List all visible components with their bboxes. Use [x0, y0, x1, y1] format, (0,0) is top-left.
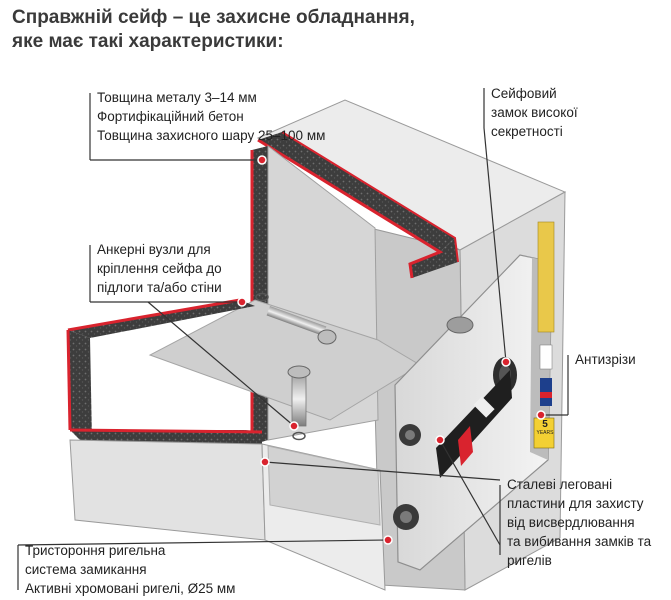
metal-line-3: Товщина захисного шару 25–100 мм [97, 128, 326, 143]
warranty-word: YEARS [536, 430, 554, 436]
lock-line-3: секретності [491, 124, 563, 139]
warranty-number: 5 [542, 419, 548, 430]
anchor-line-2: кріплення сейфа до [97, 261, 222, 276]
metal-line-2: Фортифікаційний бетон [97, 109, 244, 124]
metal-line-1: Товщина металу 3–14 мм [97, 90, 257, 105]
plates-line-5: ригелів [507, 553, 552, 568]
heading-line-2: яке має такі характеристики: [12, 31, 284, 52]
side-stickers [533, 221, 555, 449]
callout-metal-thickness: Товщина металу 3–14 мм Фортифікаційний б… [97, 88, 325, 145]
warranty-sticker: 5 YEARS [535, 420, 555, 438]
plates-line-3: від висвердлювання [507, 515, 635, 530]
top-concrete-layer [257, 131, 459, 279]
callout-safe-lock: Сейфовий замок високої секретності [491, 84, 578, 141]
bolts-line-1: Тристороння ригельна [25, 543, 166, 558]
lock-line-1: Сейфовий [491, 86, 557, 101]
leader-lines [17, 88, 569, 590]
lower-body [66, 298, 421, 591]
lock-line-2: замок високої [491, 105, 578, 120]
callout-bolt-system: Тристороння ригельна система замикання А… [25, 541, 235, 598]
callout-anchor-points: Анкерні вузли для кріплення сейфа до під… [97, 240, 222, 297]
anchor-line-1: Анкерні вузли для [97, 242, 211, 257]
anti-line-1: Антизрізи [575, 352, 636, 367]
anchor-bolts [255, 292, 337, 441]
callout-dots [237, 155, 546, 545]
bolts-line-2: система замикання [25, 562, 147, 577]
plates-line-1: Сталеві леговані [507, 477, 613, 492]
anchor-line-3: підлоги та/або стіни [97, 280, 222, 295]
heading-line-1: Справжній сейф – це захисне обладнання, [12, 7, 415, 28]
bolts-line-3: Активні хромовані ригелі, Ø25 мм [25, 581, 236, 596]
callout-steel-plates: Сталеві леговані пластини для захисту ві… [507, 475, 651, 570]
plates-line-4: та вибивання замків та [507, 534, 652, 549]
plates-line-2: пластини для захисту [507, 496, 644, 511]
diagram-heading: Справжній сейф – це захисне обладнання, … [12, 6, 415, 54]
callout-anti-cut: Антизрізи [575, 350, 636, 369]
